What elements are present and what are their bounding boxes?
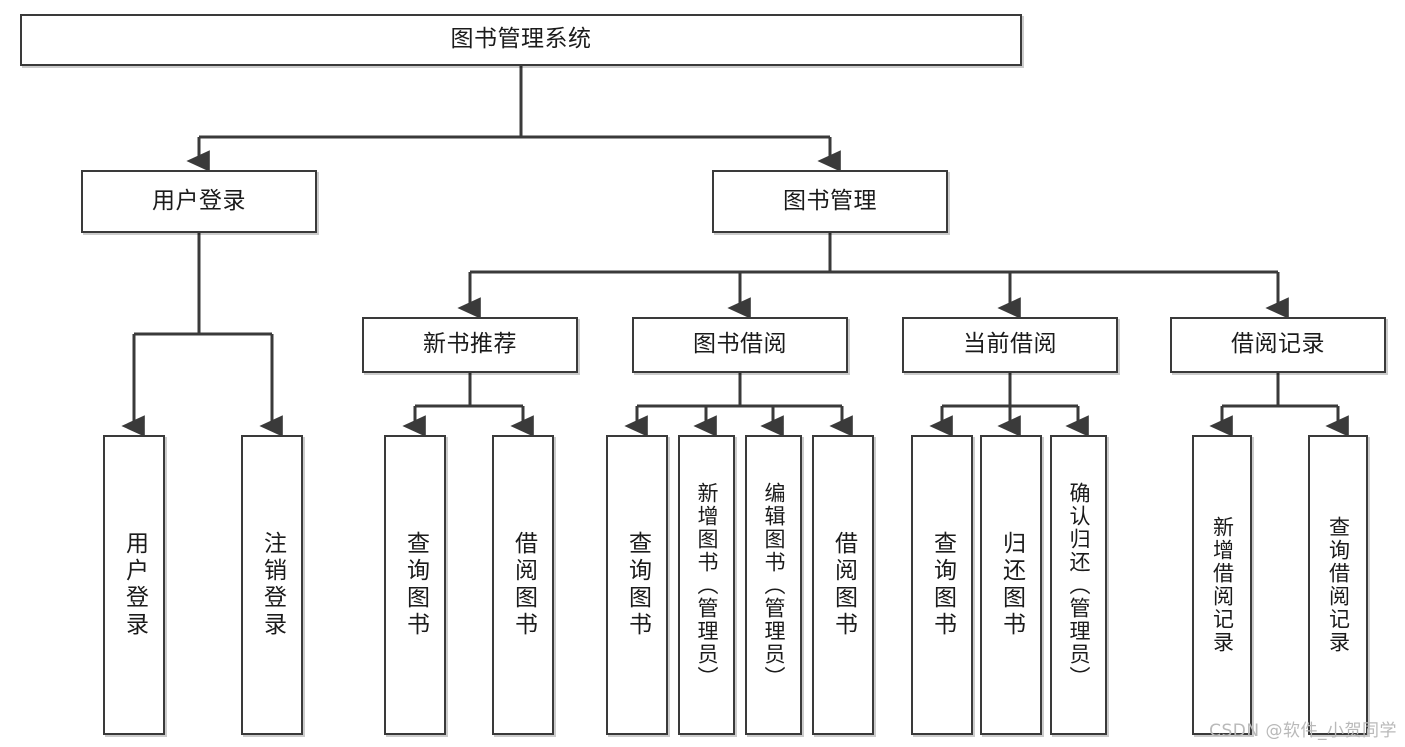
node-leaf-add-book[interactable]: 新增图书（管理员） (678, 435, 735, 735)
node-borrow-record[interactable]: 借阅记录 (1170, 317, 1386, 373)
node-leaf-add-book-label: 新增图书（管理员） (695, 481, 719, 689)
node-book-borrow[interactable]: 图书借阅 (632, 317, 848, 373)
node-leaf-borrow-book-2-label: 借阅图书 (830, 531, 857, 639)
node-leaf-query-book-1-label: 查询图书 (402, 531, 429, 639)
node-new-book-rec[interactable]: 新书推荐 (362, 317, 578, 373)
node-book-manage[interactable]: 图书管理 (712, 170, 948, 233)
node-book-borrow-label: 图书借阅 (693, 331, 787, 358)
node-leaf-query-book-2[interactable]: 查询图书 (606, 435, 668, 735)
node-leaf-query-record-label: 查询借阅记录 (1326, 516, 1351, 654)
node-leaf-borrow-book-1[interactable]: 借阅图书 (492, 435, 554, 735)
node-leaf-confirm-return[interactable]: 确认归还（管理员） (1050, 435, 1107, 735)
node-new-book-rec-label: 新书推荐 (423, 331, 517, 358)
node-leaf-user-logout[interactable]: 注销登录 (241, 435, 303, 735)
node-current-borrow-label: 当前借阅 (963, 331, 1057, 358)
node-leaf-query-record[interactable]: 查询借阅记录 (1308, 435, 1368, 735)
node-leaf-query-book-3[interactable]: 查询图书 (911, 435, 973, 735)
node-root[interactable]: 图书管理系统 (20, 14, 1022, 66)
node-leaf-borrow-book-2[interactable]: 借阅图书 (812, 435, 874, 735)
node-leaf-query-book-3-label: 查询图书 (929, 531, 956, 639)
node-leaf-query-book-2-label: 查询图书 (624, 531, 651, 639)
node-leaf-user-logout-label: 注销登录 (259, 531, 286, 639)
node-borrow-record-label: 借阅记录 (1231, 331, 1325, 358)
node-leaf-edit-book[interactable]: 编辑图书（管理员） (745, 435, 802, 735)
node-book-manage-label: 图书管理 (783, 187, 877, 214)
node-current-borrow[interactable]: 当前借阅 (902, 317, 1118, 373)
node-leaf-user-login[interactable]: 用户登录 (103, 435, 165, 735)
node-user-login-label: 用户登录 (152, 187, 246, 214)
node-leaf-add-record-label: 新增借阅记录 (1210, 516, 1235, 654)
node-leaf-add-record[interactable]: 新增借阅记录 (1192, 435, 1252, 735)
node-leaf-edit-book-label: 编辑图书（管理员） (762, 481, 786, 689)
node-user-login[interactable]: 用户登录 (81, 170, 317, 233)
node-leaf-user-login-label: 用户登录 (121, 531, 148, 639)
node-leaf-return-book[interactable]: 归还图书 (980, 435, 1042, 735)
node-leaf-return-book-label: 归还图书 (998, 531, 1025, 639)
node-leaf-confirm-return-label: 确认归还（管理员） (1067, 481, 1091, 689)
node-leaf-borrow-book-1-label: 借阅图书 (510, 531, 537, 639)
node-leaf-query-book-1[interactable]: 查询图书 (384, 435, 446, 735)
node-root-label: 图书管理系统 (450, 26, 592, 53)
